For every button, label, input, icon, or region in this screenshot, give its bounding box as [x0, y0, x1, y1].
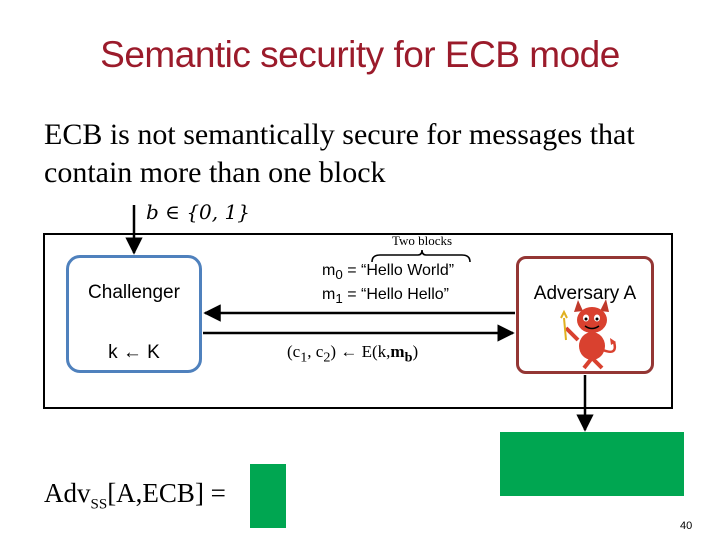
cipher-prefix: (c [287, 342, 301, 361]
m1-sub: 1 [335, 291, 343, 307]
key-gen-label: k ← K [108, 342, 160, 363]
adversary-label: Adversary A [533, 283, 637, 304]
m1-value: = “Hello Hello” [342, 286, 450, 303]
ciphertext-label: (c1, c2) ← E(k,mb) [287, 342, 418, 366]
cipher-close: ) [412, 342, 419, 361]
advantage-formula: AdvSS[A,ECB] = [44, 478, 226, 513]
m0-sub: 0 [335, 267, 343, 283]
slide-body-text: ECB is not semantically secure for messa… [44, 118, 635, 189]
challenger-box [66, 255, 202, 373]
cipher-suffix: ) ← E(k, [330, 342, 391, 361]
advantage-green-box [250, 464, 286, 528]
mb-sub: b [404, 349, 413, 366]
m1-name: m [322, 286, 336, 303]
adv-prefix: Adv [44, 478, 91, 508]
m0-name: m [322, 262, 336, 279]
adv-sub: SS [90, 496, 108, 513]
two-blocks-brace [371, 249, 471, 263]
cipher-middle: , c [307, 342, 324, 361]
adv-suffix: [A,ECB] = [107, 478, 226, 508]
devil-mascot-icon [560, 299, 617, 370]
m0-value: = “Hello World” [342, 262, 455, 279]
bit-b-label: b ∈ {0, 1} [146, 200, 250, 224]
challenger-label: Challenger [88, 282, 180, 303]
mb-name: m [390, 342, 405, 361]
adversary-box [516, 256, 654, 374]
page-number: 40 [680, 520, 693, 532]
game-frame [43, 233, 673, 409]
message-m0: m0 = “Hello World” [322, 262, 454, 282]
slide-title: Semantic security for ECB mode [100, 34, 620, 75]
message-m1: m1 = “Hello Hello” [322, 286, 449, 306]
output-green-box [500, 432, 684, 496]
c2-sub: 2 [323, 349, 331, 366]
c1-sub: 1 [300, 349, 308, 366]
two-blocks-label: Two blocks [391, 233, 453, 248]
